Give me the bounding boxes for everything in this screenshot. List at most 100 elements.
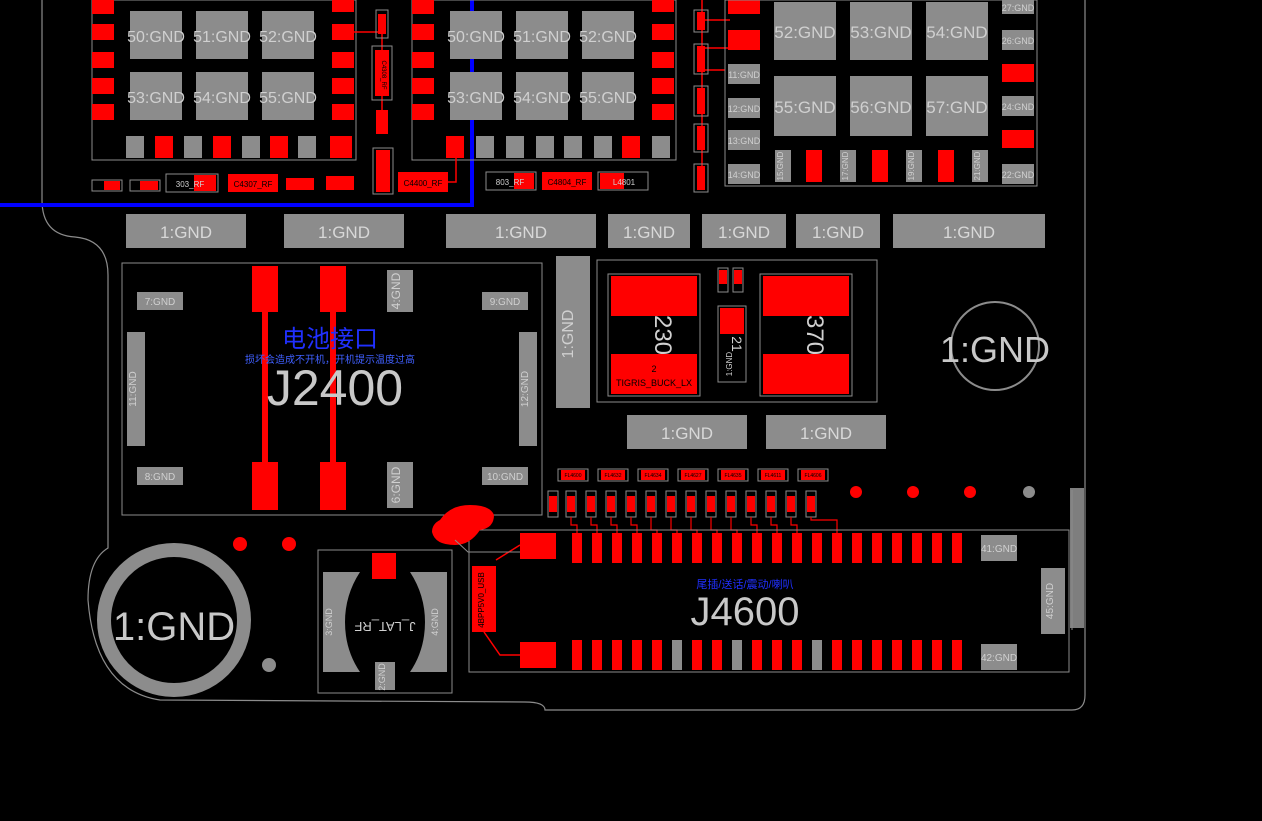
mounting-hole-right-label: 1:GND	[940, 329, 1050, 370]
via-gray	[262, 658, 276, 672]
board-edge-tab	[1070, 488, 1084, 628]
j2400-pad-11: 11:GND	[128, 371, 139, 406]
board-outline	[41, 0, 1086, 711]
filter-fl4635: FL4635	[725, 473, 742, 479]
battery-connector-j2400: 7:GND 9:GND 8:GND 10:GND 11:GND 12:GND 4…	[121, 262, 543, 516]
j2400-pad-12: 12:GND	[520, 371, 531, 407]
gnd-pad-1g: 1:GND	[943, 223, 995, 242]
cap-c4804-label: C4804_RF	[548, 178, 587, 187]
pad-53-gnd-c: 53:GND	[850, 23, 911, 42]
pad-54-gnd-c: 54:GND	[926, 23, 987, 42]
inductor-right-value: 370	[801, 315, 828, 355]
pad-55-gnd: 55:GND	[259, 90, 317, 107]
j-lat-rf-pad-3: 3:GND	[324, 608, 334, 636]
pad-51-gnd-b: 51:GND	[513, 29, 571, 46]
pad-57-gnd-c: 57:GND	[926, 98, 987, 117]
resistor-column-right	[693, 0, 760, 193]
inductor-pin-label: 2	[651, 364, 656, 374]
j4600-label-cn: 尾插/送话/震动/喇叭	[696, 577, 793, 591]
j-lat-rf-pad-4: 4:GND	[430, 608, 440, 636]
gnd-pad-vertical	[556, 256, 590, 408]
component-j-lat-rf: J_LAT_RF 3:GND 4:GND 2:GND	[317, 549, 453, 694]
pad-13-gnd: 13:GND	[728, 136, 761, 146]
pad-52-gnd-b: 52:GND	[579, 29, 637, 46]
mounting-hole-left	[97, 543, 251, 697]
filter-fl4611: FL4611	[765, 473, 782, 479]
j4600-pad-41: 41:GND	[981, 544, 1017, 555]
gnd-pad-1b: 1:GND	[318, 223, 370, 242]
cap-c4307-label: C4307_RF	[234, 180, 273, 189]
pad-12-gnd: 12:GND	[728, 104, 761, 114]
pad-54-gnd-b: 54:GND	[513, 90, 571, 107]
cap-c4308-label: C4308_RF	[380, 60, 386, 89]
pad-24-gnd: 24:GND	[1002, 102, 1035, 112]
pad-53-gnd-b: 53:GND	[447, 90, 505, 107]
testpoint-tp01	[233, 537, 247, 551]
pad-15-gnd: 15:GND	[776, 151, 785, 180]
top-caps-row: 303_RF C4307_RF C4400_RF 803_RF C4804_RF…	[91, 171, 649, 193]
gnd-pad-lower-b	[766, 415, 886, 449]
gnd-pad-1a: 1:GND	[160, 223, 212, 242]
ic-top-left: 50:GND 51:GND 52:GND 53:GND 54:GND 55:GN…	[91, 0, 357, 161]
pad-27-gnd: 27:GND	[1002, 3, 1035, 13]
mounting-hole-right	[950, 301, 1040, 391]
ic-top-right: 11:GND 12:GND 13:GND 14:GND 52:GND 53:GN…	[724, 0, 1038, 187]
j4600-pad-45: 45:GND	[1045, 583, 1056, 619]
j4600-pad-42: 42:GND	[981, 653, 1017, 664]
gnd-pad-1e: 1:GND	[718, 223, 770, 242]
j2400-pad-8: 8:GND	[145, 472, 176, 483]
filter-fl4634: FL4634	[645, 473, 662, 479]
j4600-designator: J4600	[691, 590, 800, 634]
cap-c4400-label: C4400_RF	[404, 179, 443, 188]
gnd-pad-1f: 1:GND	[812, 223, 864, 242]
gnd-pad-lower-a	[627, 415, 747, 449]
inductor-l4801-label: L4801	[613, 178, 636, 187]
j2400-label-cn: 电池接口	[282, 326, 378, 353]
j2400-warning-cn: 损坏会造成不开机，开机提示温度过高	[245, 353, 415, 366]
pad-50-gnd: 50:GND	[127, 29, 185, 46]
gnd-pad-vertical-label: 1:GND	[560, 310, 577, 359]
pad-22-gnd: 22:GND	[1002, 170, 1035, 180]
pad-53-gnd: 53:GND	[127, 90, 185, 107]
inductor-mid-gnd: 1:GND	[725, 352, 734, 377]
filter-fl4600: FL4600	[565, 473, 582, 479]
flex-connector-j4600: 4BPP5V0_USB	[468, 529, 1070, 673]
pad-54-gnd: 54:GND	[193, 90, 251, 107]
pad-52-gnd: 52:GND	[259, 29, 317, 46]
gnd-pad-1d: 1:GND	[623, 223, 675, 242]
pad-52-gnd-c: 52:GND	[774, 23, 835, 42]
pad-55-gnd-b: 55:GND	[579, 90, 637, 107]
gnd-pad-row: 1:GND 1:GND 1:GND 1:GND 1:GND 1:GND 1:GN…	[126, 214, 1045, 248]
filter-row: FL4600 FL4632 FL4634 FL4627 FL4635 FL461…	[547, 468, 1035, 537]
j2400-designator: J2400	[267, 360, 403, 416]
pad-11-gnd: 11:GND	[728, 70, 760, 80]
j2400-pad-7: 7:GND	[145, 297, 176, 308]
j-lat-rf-pad-2: 2:GND	[377, 663, 387, 691]
ic-top-middle: 50:GND 51:GND 52:GND 53:GND 54:GND 55:GN…	[411, 0, 677, 183]
j2400-pad-10: 10:GND	[487, 472, 523, 483]
inductor-left-value: 230	[649, 315, 676, 355]
gnd-pad-lower-b-label: 1:GND	[800, 424, 852, 443]
cap-303-label: 303_RF	[176, 180, 205, 189]
inductor-mid-value: 21	[729, 336, 745, 352]
pad-56-gnd-c: 56:GND	[850, 98, 911, 117]
pad-21-gnd: 21:GND	[973, 151, 982, 180]
pad-50-gnd-b: 50:GND	[447, 29, 505, 46]
via-blob	[432, 505, 494, 545]
filter-fl4632: FL4632	[605, 473, 622, 479]
gnd-pad-lower-a-label: 1:GND	[661, 424, 713, 443]
vertical-caps-column: C4308_RF	[354, 9, 394, 195]
blue-net-trace	[0, 0, 474, 207]
j2400-pad-4: 4:GND	[389, 272, 403, 309]
testpoint-tp02	[282, 537, 296, 551]
filter-fl4627: FL4627	[685, 473, 702, 479]
pad-55-gnd-c: 55:GND	[774, 98, 835, 117]
mounting-hole-left-label: 1:GND	[113, 605, 235, 649]
pad-19-gnd: 19:GND	[907, 151, 916, 180]
j4600-usb-net-label: 4BPP5V0_USB	[477, 572, 486, 628]
inductor-net-name: TIGRIS_BUCK_LX	[616, 378, 692, 388]
pad-17-gnd: 17:GND	[841, 151, 850, 180]
cap-803-label: 803_RF	[496, 178, 525, 187]
filter-fl4606: FL4606	[805, 473, 822, 479]
